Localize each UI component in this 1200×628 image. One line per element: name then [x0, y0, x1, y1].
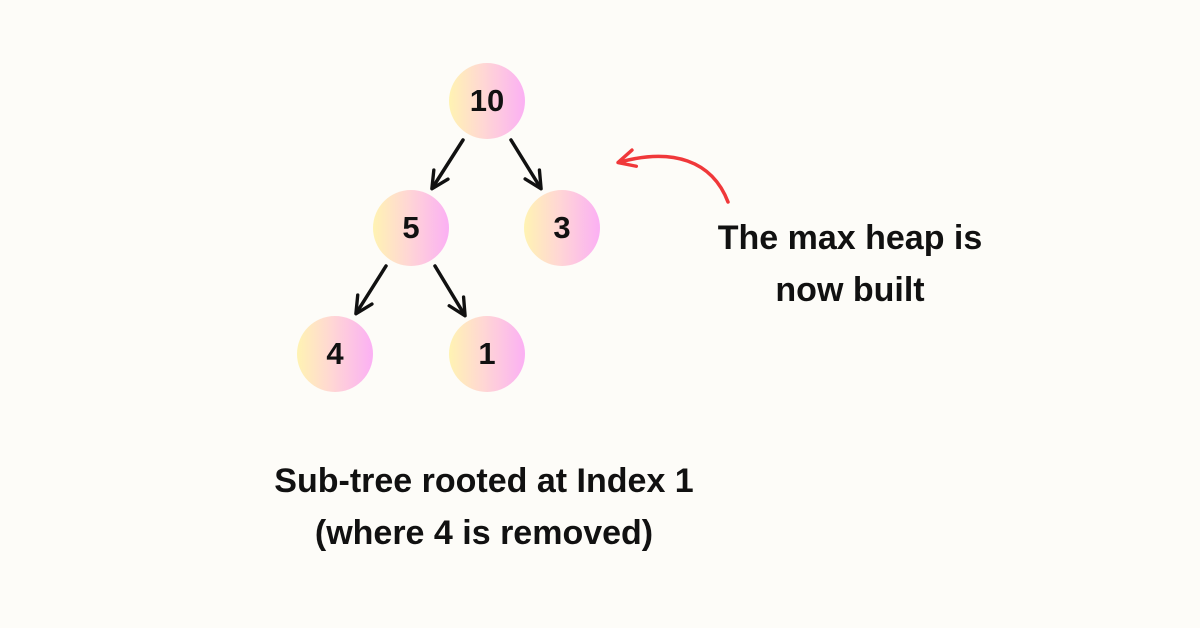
node-value: 4	[326, 336, 344, 371]
node-value: 1	[478, 336, 496, 371]
heap-node-left-right: 1	[449, 316, 525, 392]
heap-node-left-left: 4	[297, 316, 373, 392]
edge-arrow-10-to-5	[430, 138, 465, 191]
subtree-caption-line1: Sub-tree rooted at Index 1	[274, 462, 694, 500]
edge-arrow-5-to-1	[433, 264, 467, 318]
heap-built-caption-line2: now built	[775, 271, 925, 309]
heap-node-root: 10	[449, 63, 525, 139]
node-value: 10	[469, 83, 505, 118]
node-value: 5	[402, 210, 420, 245]
heap-built-caption: The max heap is now built	[680, 212, 1020, 316]
heap-node-left: 5	[373, 190, 449, 266]
edge-arrow-5-to-4	[354, 264, 388, 316]
heap-built-caption-line1: The max heap is	[717, 219, 983, 257]
node-value: 3	[553, 210, 571, 245]
heap-node-right: 3	[524, 190, 600, 266]
subtree-caption-line2: (where 4 is removed)	[314, 514, 654, 552]
subtree-caption: Sub-tree rooted at Index 1 (where 4 is r…	[234, 455, 734, 559]
annotation-arrow	[616, 148, 730, 204]
edge-arrow-10-to-3	[509, 138, 543, 191]
